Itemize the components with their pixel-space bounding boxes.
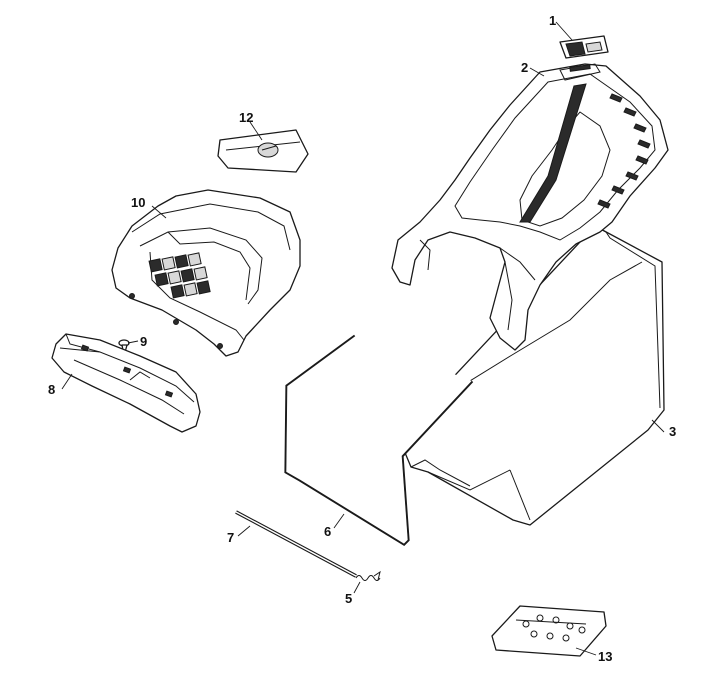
wire-frame xyxy=(284,334,474,547)
spring xyxy=(355,570,381,581)
callout-10: 10 xyxy=(131,195,145,210)
parts-bag-small xyxy=(217,129,309,173)
handle-grip xyxy=(51,333,201,433)
leader-lines xyxy=(61,21,665,656)
callout-3: 3 xyxy=(669,424,676,439)
callout-1: 1 xyxy=(549,13,556,28)
callout-8: 8 xyxy=(48,382,55,397)
grass-box-top xyxy=(391,63,669,351)
rod xyxy=(235,510,357,578)
callout-7: 7 xyxy=(227,530,234,545)
parts-bag-large xyxy=(491,605,607,657)
callout-6: 6 xyxy=(324,524,331,539)
callout-13: 13 xyxy=(598,649,612,664)
callout-5: 5 xyxy=(345,591,352,606)
fill-level-cover xyxy=(111,189,301,357)
callout-9: 9 xyxy=(140,334,147,349)
callout-2: 2 xyxy=(521,60,528,75)
label-plate xyxy=(559,35,609,59)
callout-12: 12 xyxy=(239,110,253,125)
callout-labels: 1 2 3 5 6 7 8 9 10 12 13 xyxy=(48,13,676,664)
